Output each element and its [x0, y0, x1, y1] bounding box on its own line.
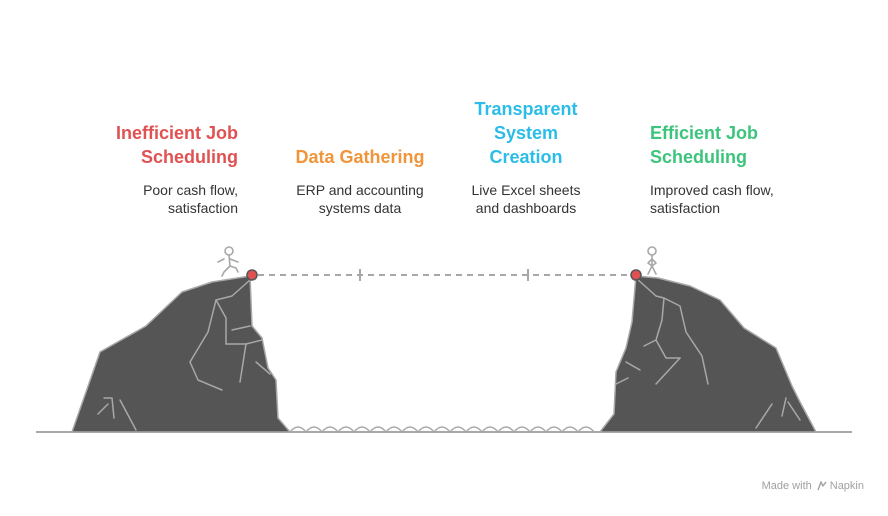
step-4-title: Efficient Job Scheduling	[650, 123, 759, 167]
left-cliff	[71, 246, 291, 433]
left-anchor-dot	[246, 269, 258, 281]
standing-person-icon	[647, 246, 657, 275]
step-1-title: Inefficient Job Scheduling	[115, 123, 238, 167]
napkin-logo-icon	[817, 481, 827, 491]
water-waves	[289, 426, 595, 434]
credit-brand-name: Napkin	[829, 480, 864, 492]
step-4-description: Improved cash flow, satisfaction	[650, 182, 774, 216]
step-2-title: Data Gathering	[295, 147, 425, 167]
right-cliff	[599, 246, 817, 433]
right-anchor-dot	[630, 269, 642, 281]
step-3-description: Live Excel sheets and dashboards	[471, 182, 581, 216]
made-with-credit: Made with Napkin	[762, 480, 864, 492]
credit-brand: Napkin	[816, 480, 864, 492]
running-person-icon	[217, 246, 239, 277]
credit-prefix: Made with	[761, 480, 812, 492]
step-3-title: Transparent System Creation	[474, 99, 578, 167]
step-2-description: ERP and accounting systems data	[296, 182, 424, 216]
step-1-description: Poor cash flow, satisfaction	[143, 182, 238, 216]
